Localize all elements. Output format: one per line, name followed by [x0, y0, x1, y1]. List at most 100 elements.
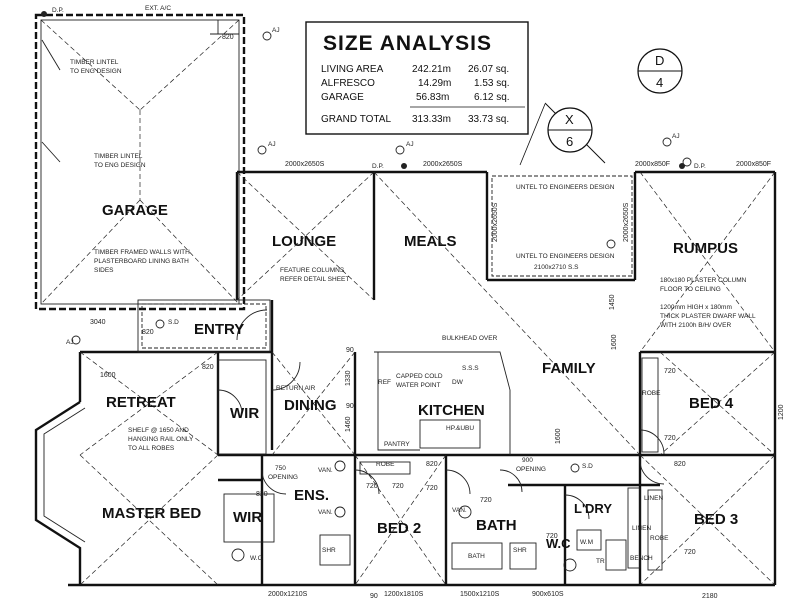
note-downpipe: D.P. [694, 163, 706, 170]
dim-window: 2000x2650S [623, 202, 630, 242]
note-ext-ac: EXT. A/C [145, 5, 171, 12]
note-fridge: REF [378, 379, 391, 386]
note-lintel: UNTEL TO ENGINEERS DESIGN [516, 184, 615, 191]
note-opening: 750 [275, 465, 286, 472]
note-timber-lintel: TIMBER LINTEL [94, 153, 143, 160]
note-bath: BATH [468, 553, 485, 560]
room-garage: GARAGE [102, 202, 168, 219]
note-timber-framed: SIDES [94, 267, 114, 274]
note-lintel: UNTEL TO ENGINEERS DESIGN [516, 253, 615, 260]
note-dwarf-wall: THICK PLASTER DWARF WALL [660, 313, 756, 320]
size-row-label: GARAGE [321, 92, 364, 103]
note-shelf: HANGING RAIL ONLY [128, 436, 194, 443]
dim-length: 90 [370, 593, 378, 600]
note-aj: AJ [672, 133, 680, 140]
note-plaster-column: FLOOR TO CEILING [660, 286, 721, 293]
dim-window: 2000x2650S [423, 161, 463, 168]
note-timber-lintel: TO ENG DESIGN [94, 162, 146, 169]
note-timber-framed: PLASTERBOARD LINING BATH [94, 258, 189, 265]
room-labels: GARAGE LOUNGE MEALS RUMPUS ENTRY FAMILY … [102, 202, 738, 551]
dim-820: 820 [202, 364, 214, 371]
room-bed-2: BED 2 [377, 520, 421, 537]
note-capped-cold: CAPPED COLD [396, 373, 443, 380]
note-downpipe: D.P. [372, 163, 384, 170]
room-laundry: L'DRY [574, 501, 612, 516]
dim-720: 720 [366, 483, 378, 490]
note-plaster-column: 180x180 PLASTER COLUMN [660, 277, 747, 284]
note-trough: TR [596, 558, 605, 565]
note-aj: AJ [66, 339, 74, 346]
dim-820: 820 [426, 461, 438, 468]
dim-length: 3040 [90, 319, 106, 326]
note-pantry: PANTRY [384, 441, 410, 448]
note-vanity: VAN. [318, 509, 333, 516]
note-timber-lintel: TO ENG DESIGN [70, 68, 122, 75]
room-bath: BATH [476, 517, 517, 534]
size-row-label: LIVING AREA [321, 64, 384, 75]
note-robe: ROBE [376, 461, 395, 468]
size-total-m2: 313.33m [412, 114, 451, 125]
section-marker-x: X 6 [519, 102, 606, 166]
dim-720: 720 [426, 485, 438, 492]
note-wc: W.C [250, 555, 263, 562]
dim-720: 720 [664, 435, 676, 442]
size-total-sq: 33.73 sq. [468, 114, 509, 125]
note-feature-columns: FEATURE COLUMNS [280, 267, 345, 274]
dim-720: 720 [664, 368, 676, 375]
room-meals: MEALS [404, 233, 457, 250]
dim-720: 720 [684, 549, 696, 556]
room-family: FAMILY [542, 360, 596, 377]
note-hotplate: HP.&UBU [446, 425, 474, 432]
dim-720: 720 [480, 497, 492, 504]
dim-window: 2000x2650S [492, 202, 499, 242]
note-dwarf-wall: 1200mm HIGH x 180mm [660, 304, 732, 311]
note-aj: AJ [268, 141, 276, 148]
section-marker-d: D 4 [637, 48, 683, 94]
note-shower: SHR [322, 547, 336, 554]
note-opening: OPENING [268, 474, 298, 481]
room-entry: ENTRY [194, 321, 244, 338]
size-row-sq: 1.53 sq. [474, 78, 510, 89]
size-analysis-title: SIZE ANALYSIS [323, 32, 492, 55]
dim-820: 820 [142, 329, 154, 336]
note-timber-lintel: TIMBER LINTEL [70, 59, 119, 66]
size-row-m2: 56.83m [416, 92, 449, 103]
dim-length: 1600 [611, 334, 618, 350]
section-number: 6 [566, 134, 573, 149]
plan-notes: TIMBER LINTEL TO ENG DESIGN TIMBER LINTE… [52, 5, 756, 565]
note-shelf: SHELF @ 1650 AND [128, 427, 189, 434]
dim-window: 2000x2650S [285, 161, 325, 168]
note-dishwasher: DW [452, 379, 464, 386]
size-row-m2: 242.21m [412, 64, 451, 75]
note-smoke-detector: S.D [168, 319, 179, 326]
dim-length: 1600 [555, 428, 562, 444]
dim-length: 1450 [609, 294, 616, 310]
note-aj: AJ [272, 27, 280, 34]
note-timber-framed: TIMBER FRAMED WALLS WITH [94, 249, 190, 256]
note-downpipe: D.P. [52, 7, 64, 14]
note-vanity: VAN. [318, 467, 333, 474]
note-opening: 900 [522, 457, 533, 464]
room-bed-4: BED 4 [689, 395, 734, 412]
room-lounge: LOUNGE [272, 233, 336, 250]
dim-window: 2000x1210S [268, 591, 308, 598]
section-letter: X [565, 112, 574, 127]
note-linen: LINEN [632, 525, 651, 532]
room-wc: W.C [546, 536, 571, 551]
dim-length: 1330 [345, 370, 352, 386]
size-total-label: GRAND TOTAL [321, 114, 391, 125]
note-feature-columns: REFER DETAIL SHEET [280, 276, 349, 283]
note-vanity: VAN. [452, 507, 467, 514]
note-sink: S.S.S [462, 365, 479, 372]
note-linen: LINEN [644, 495, 663, 502]
size-row-sq: 6.12 sq. [474, 92, 510, 103]
dim-window: 900x610S [532, 591, 564, 598]
note-aj: AJ [406, 141, 414, 148]
room-kitchen: KITCHEN [418, 402, 485, 419]
size-row-m2: 14.29m [418, 78, 451, 89]
dim-length: 2180 [702, 593, 718, 600]
note-capped-cold: WATER POINT [396, 382, 440, 389]
size-row-label: ALFRESCO [321, 78, 375, 89]
note-shower: SHR [513, 547, 527, 554]
room-ensuite: ENS. [294, 487, 329, 504]
